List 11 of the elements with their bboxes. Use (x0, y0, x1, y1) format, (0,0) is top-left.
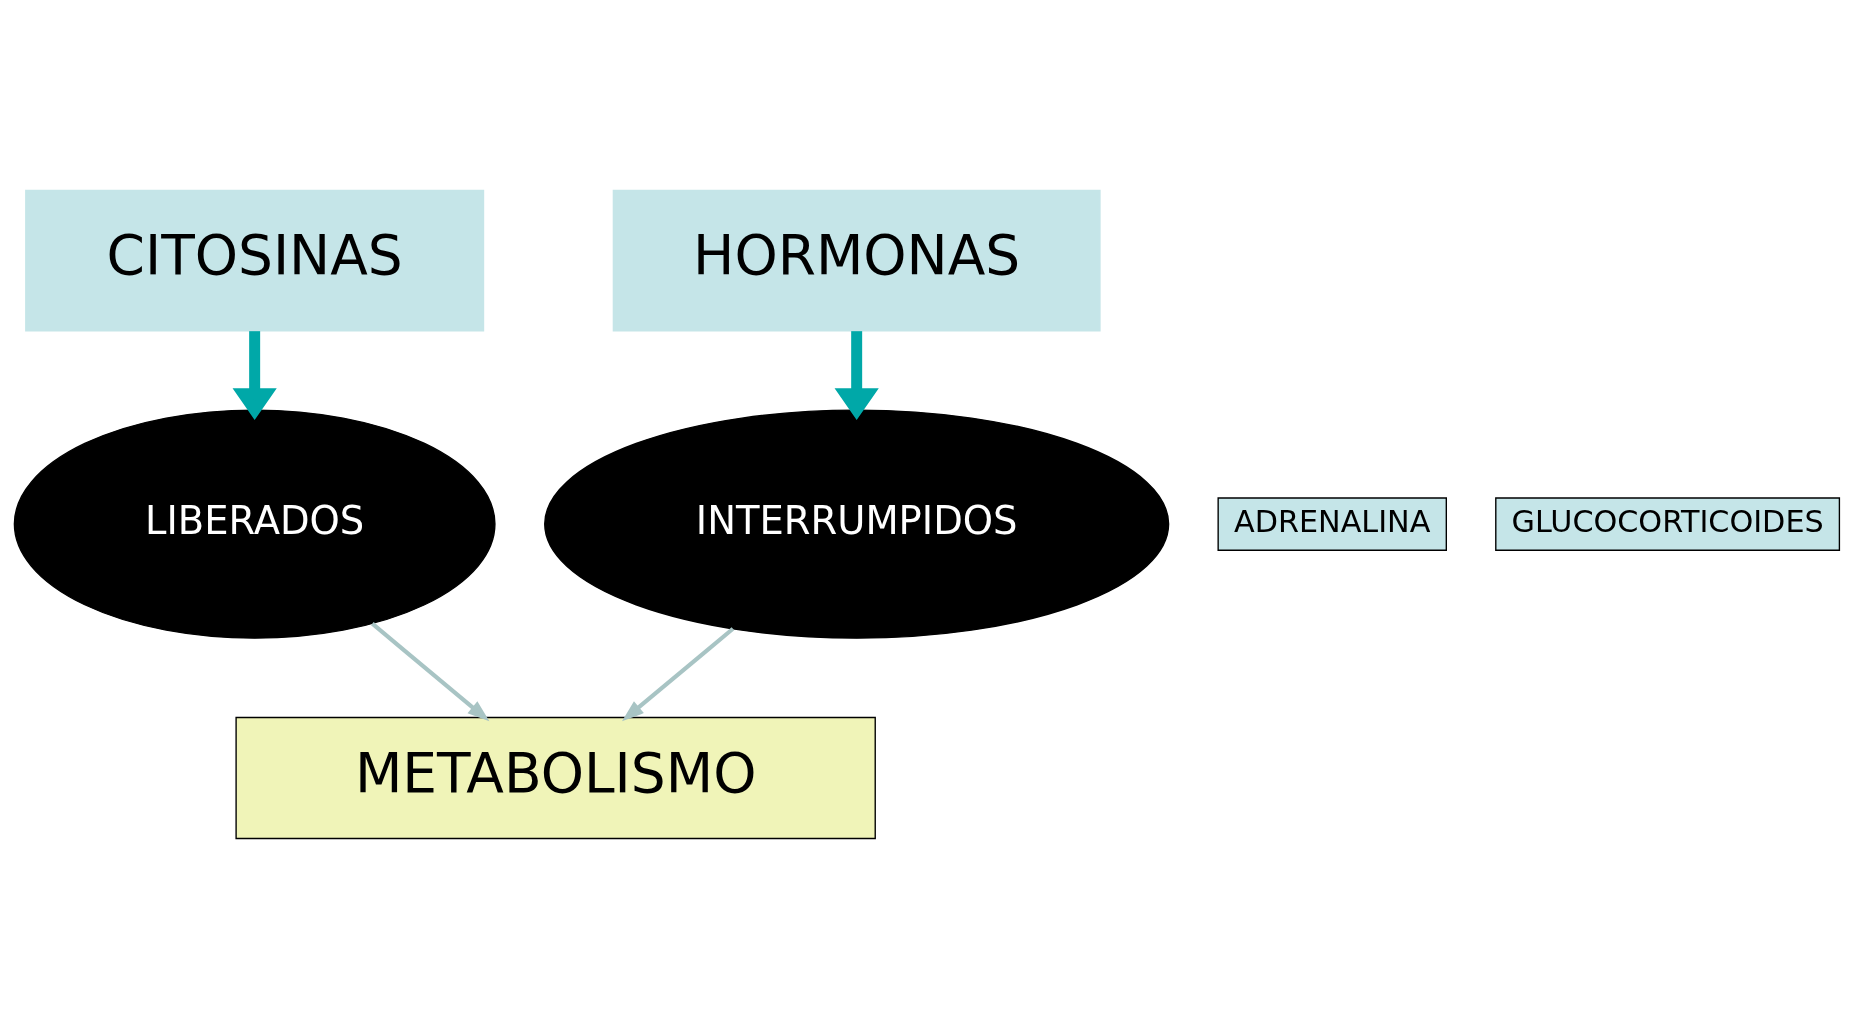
node-ellipse: INTERRUMPIDOS (543, 409, 1169, 639)
arrow (834, 331, 879, 420)
node-box: ADRENALINA (1216, 497, 1447, 551)
arrow (621, 627, 734, 722)
arrow (232, 331, 277, 420)
node-box: METABOLISMO (234, 716, 876, 840)
node-box: CITOSINAS (24, 189, 484, 332)
node-box: GLUCOCORTICOIDES (1494, 497, 1840, 551)
node-box: HORMONAS (612, 189, 1101, 332)
arrow (370, 622, 489, 722)
node-ellipse: LIBERADOS (13, 409, 496, 639)
